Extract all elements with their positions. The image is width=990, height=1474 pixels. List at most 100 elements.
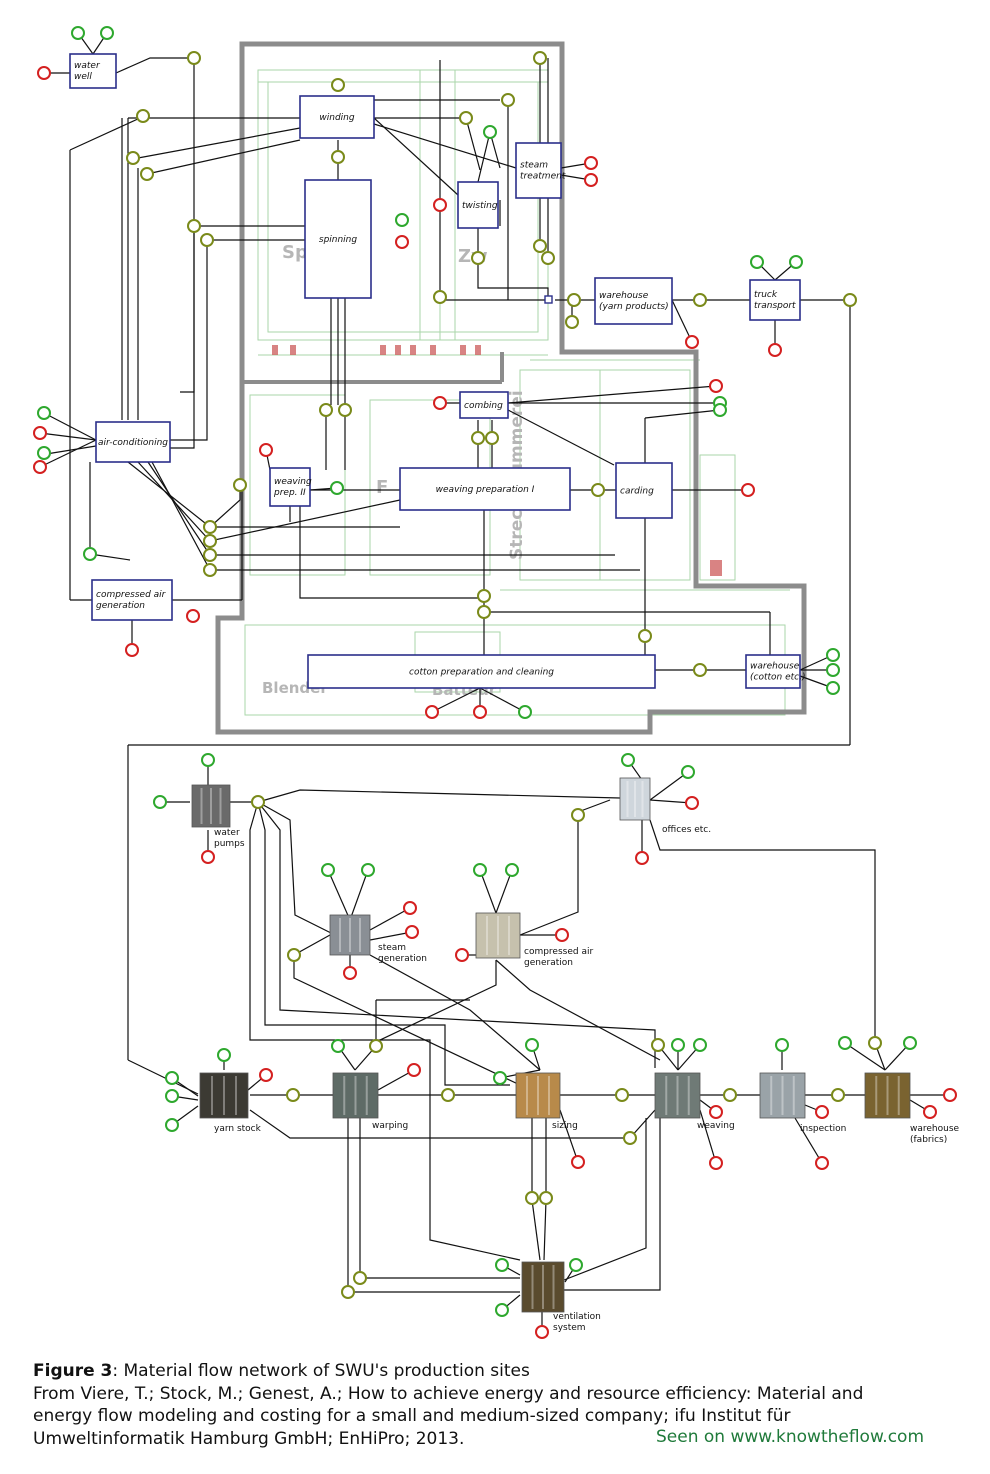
input-place[interactable] bbox=[826, 663, 840, 677]
photo-node-yarn-stock[interactable]: yarn stock bbox=[199, 1072, 262, 1134]
input-place[interactable] bbox=[71, 26, 85, 40]
output-place[interactable] bbox=[33, 426, 47, 440]
input-place[interactable] bbox=[37, 446, 51, 460]
output-place[interactable] bbox=[455, 948, 469, 962]
output-place[interactable] bbox=[535, 1325, 549, 1339]
connection-place[interactable] bbox=[831, 1088, 845, 1102]
input-place[interactable] bbox=[330, 481, 344, 495]
input-place[interactable] bbox=[495, 1258, 509, 1272]
connection-place[interactable] bbox=[433, 290, 447, 304]
input-place[interactable] bbox=[473, 863, 487, 877]
output-place[interactable] bbox=[405, 925, 419, 939]
connection-place[interactable] bbox=[233, 478, 247, 492]
connection-place[interactable] bbox=[477, 605, 491, 619]
input-place[interactable] bbox=[693, 1038, 707, 1052]
connection-place[interactable] bbox=[136, 109, 150, 123]
connection-place[interactable] bbox=[541, 251, 555, 265]
photo-node-warping[interactable]: warping bbox=[332, 1072, 408, 1131]
connection-place[interactable] bbox=[651, 1038, 665, 1052]
connection-place[interactable] bbox=[693, 293, 707, 307]
output-place[interactable] bbox=[125, 643, 139, 657]
connection-place[interactable] bbox=[331, 78, 345, 92]
output-place[interactable] bbox=[201, 850, 215, 864]
connection-place[interactable] bbox=[471, 251, 485, 265]
connection-place[interactable] bbox=[471, 431, 485, 445]
input-place[interactable] bbox=[681, 765, 695, 779]
connection-place[interactable] bbox=[319, 403, 333, 417]
connection-place[interactable] bbox=[353, 1271, 367, 1285]
process-box-spinning[interactable]: spinning bbox=[304, 179, 372, 299]
input-place[interactable] bbox=[505, 863, 519, 877]
connection-place[interactable] bbox=[868, 1036, 882, 1050]
connection-place[interactable] bbox=[539, 1191, 553, 1205]
input-place[interactable] bbox=[361, 863, 375, 877]
process-box-carding[interactable]: carding bbox=[615, 462, 673, 519]
output-place[interactable] bbox=[433, 198, 447, 212]
input-place[interactable] bbox=[395, 213, 409, 227]
output-place[interactable] bbox=[943, 1088, 957, 1102]
input-place[interactable] bbox=[100, 26, 114, 40]
input-place[interactable] bbox=[713, 403, 727, 417]
input-place[interactable] bbox=[201, 753, 215, 767]
output-place[interactable] bbox=[709, 1105, 723, 1119]
process-box-weaving-prep-1[interactable]: weaving preparation I bbox=[399, 467, 571, 511]
photo-node-weaving[interactable]: weaving bbox=[654, 1072, 735, 1131]
process-box-warehouse-yarn[interactable]: warehouse(yarn products) bbox=[594, 277, 673, 325]
output-place[interactable] bbox=[584, 156, 598, 170]
output-place[interactable] bbox=[741, 483, 755, 497]
connection-place[interactable] bbox=[341, 1285, 355, 1299]
input-place[interactable] bbox=[331, 1039, 345, 1053]
connection-place[interactable] bbox=[501, 93, 515, 107]
input-place[interactable] bbox=[838, 1036, 852, 1050]
connection-place[interactable] bbox=[565, 315, 579, 329]
output-place[interactable] bbox=[709, 379, 723, 393]
connection-place[interactable] bbox=[203, 563, 217, 577]
connection-place[interactable] bbox=[187, 219, 201, 233]
output-place[interactable] bbox=[555, 928, 569, 942]
input-place[interactable] bbox=[569, 1258, 583, 1272]
connection-place[interactable] bbox=[485, 431, 499, 445]
process-box-cotton-preparation[interactable]: cotton preparation and cleaning bbox=[307, 654, 656, 689]
input-place[interactable] bbox=[750, 255, 764, 269]
process-box-combing[interactable]: combing bbox=[459, 391, 509, 419]
photo-node-offices[interactable]: offices etc. bbox=[619, 777, 711, 835]
connection-place[interactable] bbox=[591, 483, 605, 497]
output-place[interactable] bbox=[407, 1063, 421, 1077]
photo-node-sizing[interactable]: sizing bbox=[515, 1072, 578, 1131]
photo-node-inspection[interactable]: inspection bbox=[759, 1072, 846, 1134]
connection-place[interactable] bbox=[338, 403, 352, 417]
output-place[interactable] bbox=[186, 609, 200, 623]
output-place[interactable] bbox=[571, 1155, 585, 1169]
output-place[interactable] bbox=[343, 966, 357, 980]
process-box-air-conditioning[interactable]: air-conditioning bbox=[95, 421, 171, 463]
output-place[interactable] bbox=[403, 901, 417, 915]
input-place[interactable] bbox=[671, 1038, 685, 1052]
process-box-winding[interactable]: winding bbox=[299, 95, 375, 139]
output-place[interactable] bbox=[768, 343, 782, 357]
connection-place[interactable] bbox=[251, 795, 265, 809]
input-place[interactable] bbox=[165, 1118, 179, 1132]
connection-place[interactable] bbox=[567, 293, 581, 307]
connection-place[interactable] bbox=[187, 51, 201, 65]
input-place[interactable] bbox=[217, 1048, 231, 1062]
input-place[interactable] bbox=[518, 705, 532, 719]
input-place[interactable] bbox=[165, 1089, 179, 1103]
connection-place[interactable] bbox=[286, 1088, 300, 1102]
input-place[interactable] bbox=[483, 125, 497, 139]
input-place[interactable] bbox=[83, 547, 97, 561]
process-box-twisting[interactable]: twisting bbox=[457, 181, 499, 229]
output-place[interactable] bbox=[33, 460, 47, 474]
output-place[interactable] bbox=[685, 796, 699, 810]
connection-place[interactable] bbox=[638, 629, 652, 643]
output-place[interactable] bbox=[425, 705, 439, 719]
output-place[interactable] bbox=[259, 443, 273, 457]
input-place[interactable] bbox=[493, 1071, 507, 1085]
connection-place[interactable] bbox=[533, 239, 547, 253]
connection-place[interactable] bbox=[459, 111, 473, 125]
output-place[interactable] bbox=[433, 396, 447, 410]
